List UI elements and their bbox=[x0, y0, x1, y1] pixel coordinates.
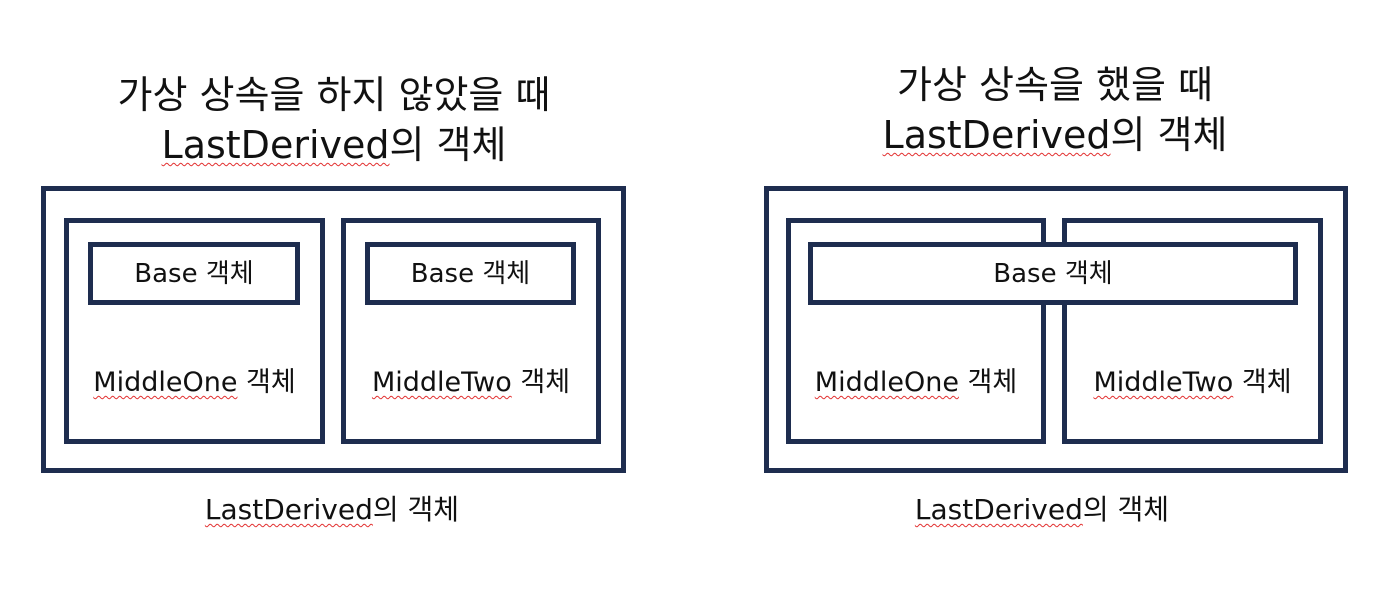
left-middleone-label: MiddleOne 객체 bbox=[64, 366, 325, 400]
left-middletwo-base-label: Base 객체 bbox=[410, 258, 531, 289]
right-middleone-label: MiddleOne 객체 bbox=[786, 366, 1046, 400]
left-title-suffix: 의 객체 bbox=[389, 123, 507, 167]
right-caption: LastDerived의 객체 bbox=[842, 492, 1242, 528]
left-middleone-base-box: Base 객체 bbox=[88, 242, 300, 305]
left-caption-class-name: LastDerived bbox=[204, 493, 373, 526]
right-shared-base-label: Base 객체 bbox=[993, 258, 1113, 289]
right-middleone-name: MiddleOne bbox=[814, 367, 959, 398]
right-title-class-name: LastDerived bbox=[882, 113, 1111, 157]
right-caption-suffix: 의 객체 bbox=[1082, 493, 1170, 526]
right-shared-base-box: Base 객체 bbox=[808, 242, 1298, 305]
right-middletwo-suffix: 객체 bbox=[1233, 367, 1292, 398]
left-title-line1: 가상 상속을 하지 않았을 때 bbox=[117, 73, 551, 117]
left-middleone-base-label: Base 객체 bbox=[134, 258, 254, 289]
left-middletwo-base-box: Base 객체 bbox=[365, 242, 576, 305]
left-middleone-name: MiddleOne bbox=[93, 367, 238, 398]
right-middletwo-label: MiddleTwo 객체 bbox=[1062, 366, 1323, 400]
left-title-class-name: LastDerived bbox=[161, 123, 390, 167]
right-middleone-suffix: 객체 bbox=[958, 367, 1018, 398]
left-middleone-suffix: 객체 bbox=[237, 367, 296, 398]
left-caption-suffix: 의 객체 bbox=[372, 493, 460, 526]
right-middletwo-name: MiddleTwo bbox=[1093, 367, 1234, 398]
right-title-line1: 가상 상속을 했을 때 bbox=[897, 63, 1213, 107]
right-title-suffix: 의 객체 bbox=[1110, 113, 1228, 157]
right-title: 가상 상속을 했을 때 LastDerived의 객체 bbox=[805, 60, 1305, 160]
left-middletwo-label: MiddleTwo 객체 bbox=[341, 366, 601, 400]
right-caption-class-name: LastDerived bbox=[914, 493, 1083, 526]
left-middletwo-suffix: 객체 bbox=[511, 367, 571, 398]
left-caption: LastDerived의 객체 bbox=[132, 492, 532, 528]
left-title: 가상 상속을 하지 않았을 때 LastDerived의 객체 bbox=[84, 70, 584, 170]
right-title-line2: LastDerived의 객체 bbox=[805, 110, 1305, 160]
left-middletwo-name: MiddleTwo bbox=[371, 367, 512, 398]
left-title-line2: LastDerived의 객체 bbox=[84, 120, 584, 170]
